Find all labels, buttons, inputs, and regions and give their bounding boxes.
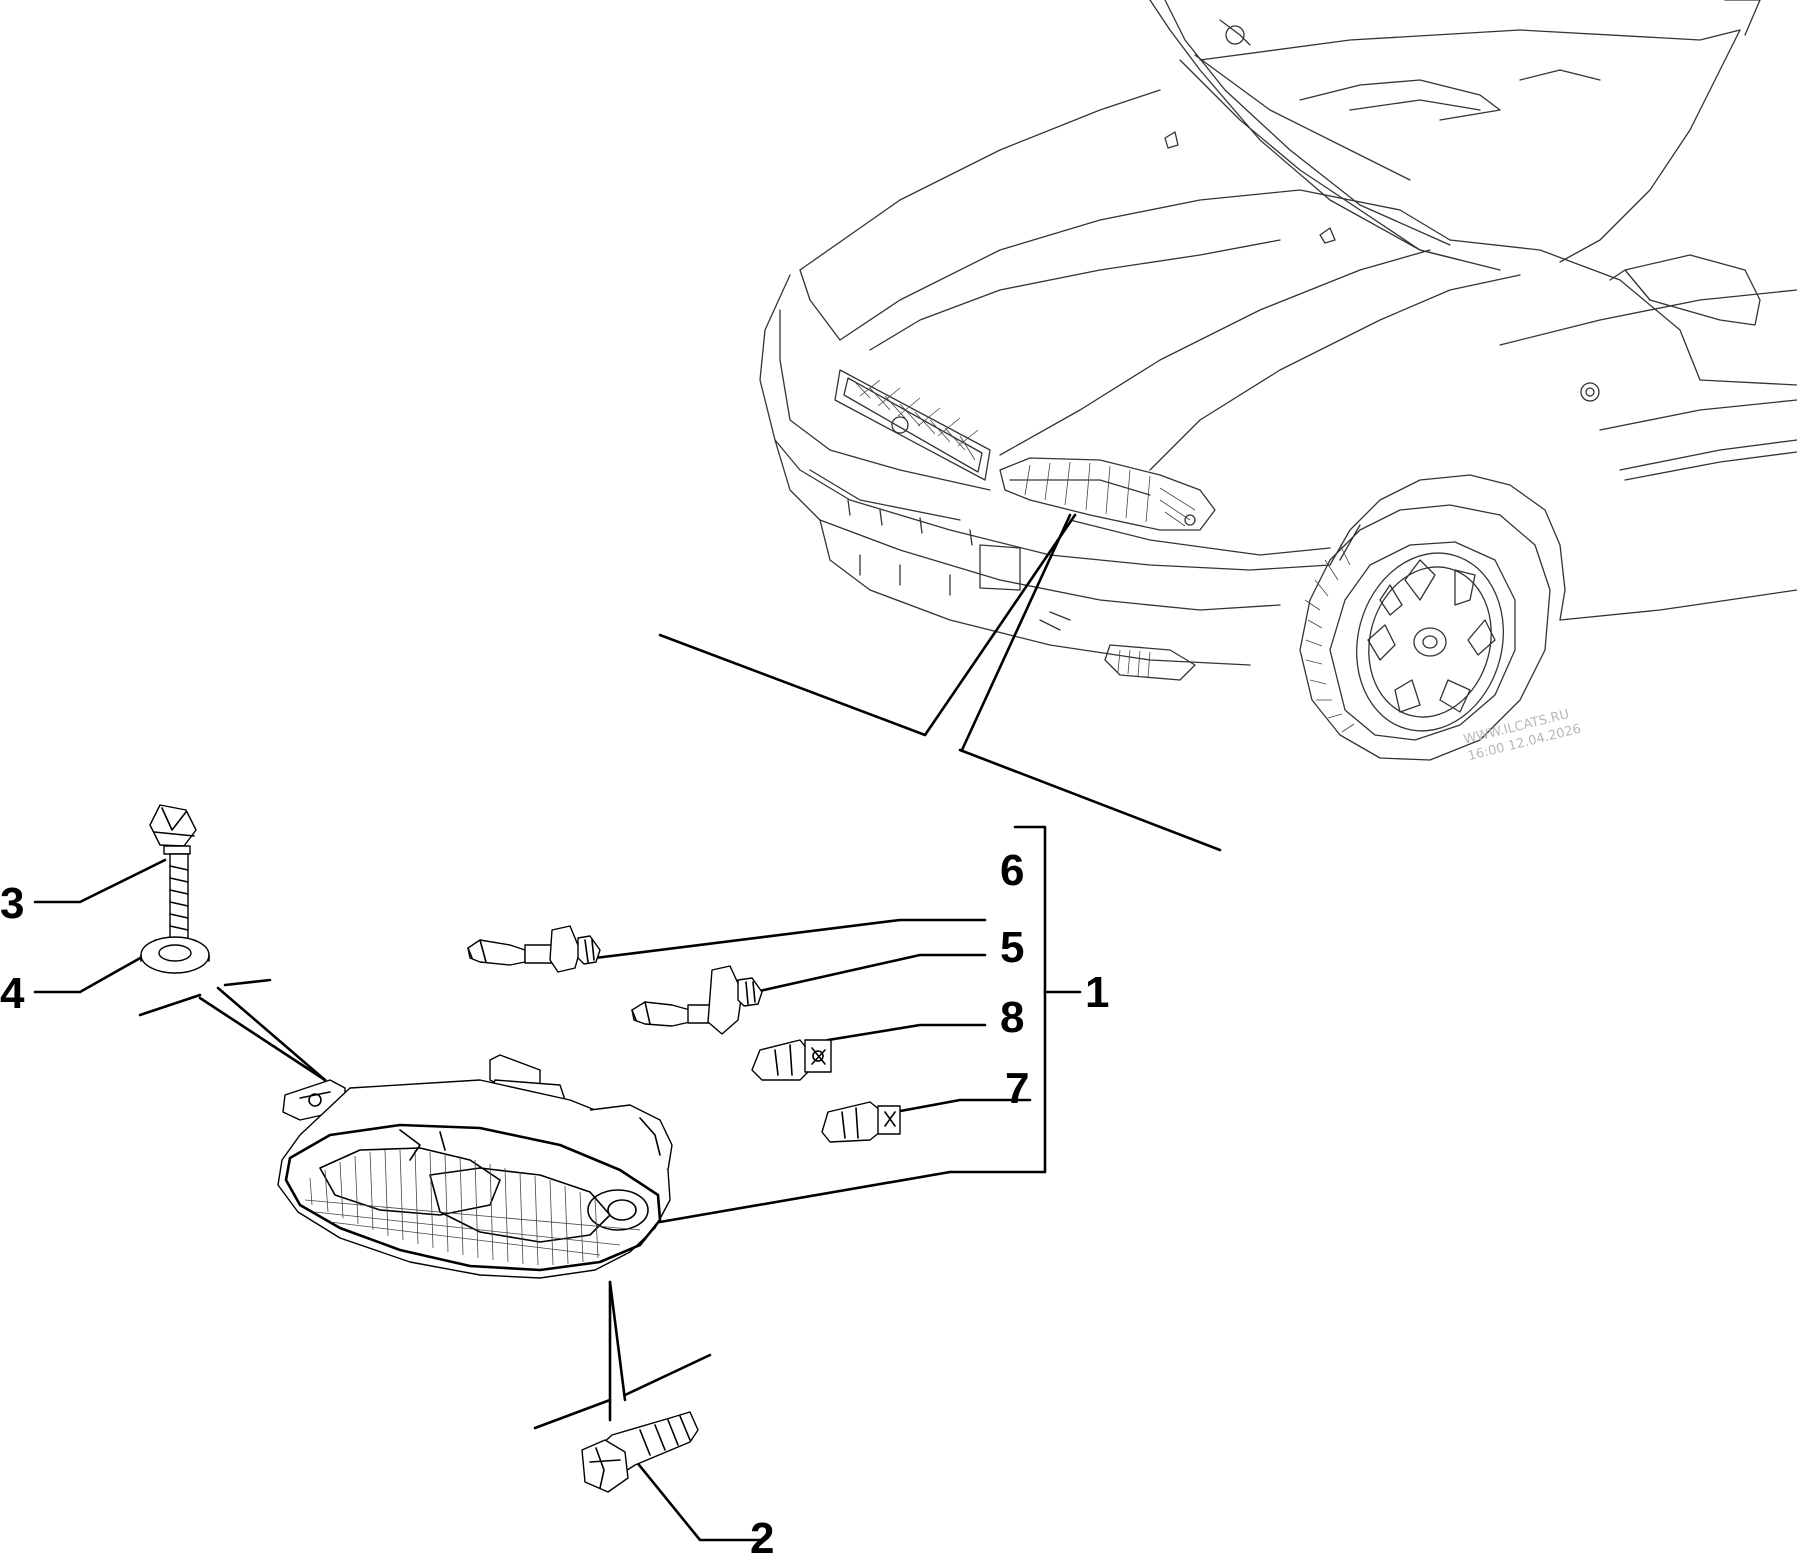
callout-1: 1 [1085, 968, 1109, 1017]
callout-8: 8 [1000, 993, 1024, 1042]
bulb-6 [467, 925, 601, 973]
bolt-3 [149, 804, 197, 960]
callout-4: 4 [0, 969, 25, 1018]
callout-7: 7 [1005, 1064, 1029, 1113]
bulb-7 [821, 1101, 901, 1143]
callout-labels: 1 2 3 4 5 6 7 8 [0, 846, 1109, 1561]
car-illustration [759, 0, 1797, 761]
bulb-8 [751, 1039, 832, 1081]
callout-2: 2 [750, 1514, 774, 1561]
washer-4 [140, 936, 210, 974]
headlight-assembly [277, 1054, 673, 1279]
callout-6: 6 [1000, 846, 1024, 895]
bolt-2 [581, 1411, 699, 1493]
callout-5: 5 [1000, 923, 1024, 972]
callout-3: 3 [0, 879, 24, 928]
leader-lines [33, 513, 1222, 1542]
watermark: WWW.ILCATS.RU 16:00 12.04.2026 [1462, 707, 1582, 764]
bulb-5 [631, 965, 763, 1035]
